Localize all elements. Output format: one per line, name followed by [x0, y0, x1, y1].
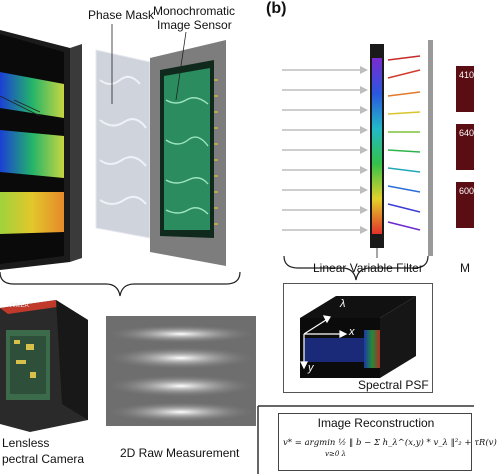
- monitor-rays: [0, 95, 41, 117]
- spectral-psf-panel: [283, 283, 433, 393]
- linear-variable-filter: [370, 44, 384, 248]
- incoming-arrowheads: [360, 66, 368, 234]
- raw-measurement-image: [106, 316, 256, 426]
- filtered-rays: [387, 55, 421, 231]
- wavelength-tag: 600: [456, 182, 474, 228]
- camera-label-line2: pectral Camera: [2, 452, 85, 466]
- spectral-psf-label: Spectral PSF: [358, 378, 429, 392]
- image-sensor: [150, 40, 226, 266]
- camera-brand-text: XIMEA: [10, 303, 29, 309]
- axis-x-label: x: [349, 326, 355, 338]
- image-reconstruction-box: Image Reconstruction v* = argmin ½ ‖ b −…: [278, 413, 497, 471]
- wavelength-tag: 640: [456, 124, 474, 170]
- camera-label-line1: Lensless: [2, 436, 50, 450]
- lvf-label: Linear Variable Filter: [313, 261, 423, 275]
- reconstruction-equation-subscript: v≥0 λ: [325, 450, 346, 458]
- cut-right-label: M: [460, 261, 470, 275]
- axis-lambda-label: λ: [340, 298, 346, 310]
- phase-mask-label: Phase Mask: [88, 8, 155, 22]
- image-reconstruction-title: Image Reconstruction: [317, 416, 435, 430]
- display-monitor: [0, 30, 82, 270]
- panel-b-label: (b): [266, 0, 287, 17]
- sensor-label-line2: Image Sensor: [157, 18, 232, 32]
- label-pointers: [111, 24, 187, 104]
- reconstruction-equation: v* = argmin ½ ‖ b − Σ h_λ^(x,y) * v_λ ‖²…: [283, 438, 497, 448]
- brace-b: [283, 255, 429, 281]
- diagram-canvas: [0, 24, 474, 474]
- sensor-label-line1: Monochromatic: [153, 4, 236, 18]
- camera-body: [0, 300, 88, 432]
- phase-mask: [95, 49, 151, 239]
- raw-measurement-label: 2D Raw Measurement: [120, 446, 240, 460]
- lvf-sensor-plane: [428, 40, 433, 256]
- wavelength-tag: 410: [456, 66, 474, 112]
- axis-y-label: y: [308, 362, 314, 374]
- incoming-rays: [282, 69, 360, 231]
- brace-a: [0, 271, 241, 297]
